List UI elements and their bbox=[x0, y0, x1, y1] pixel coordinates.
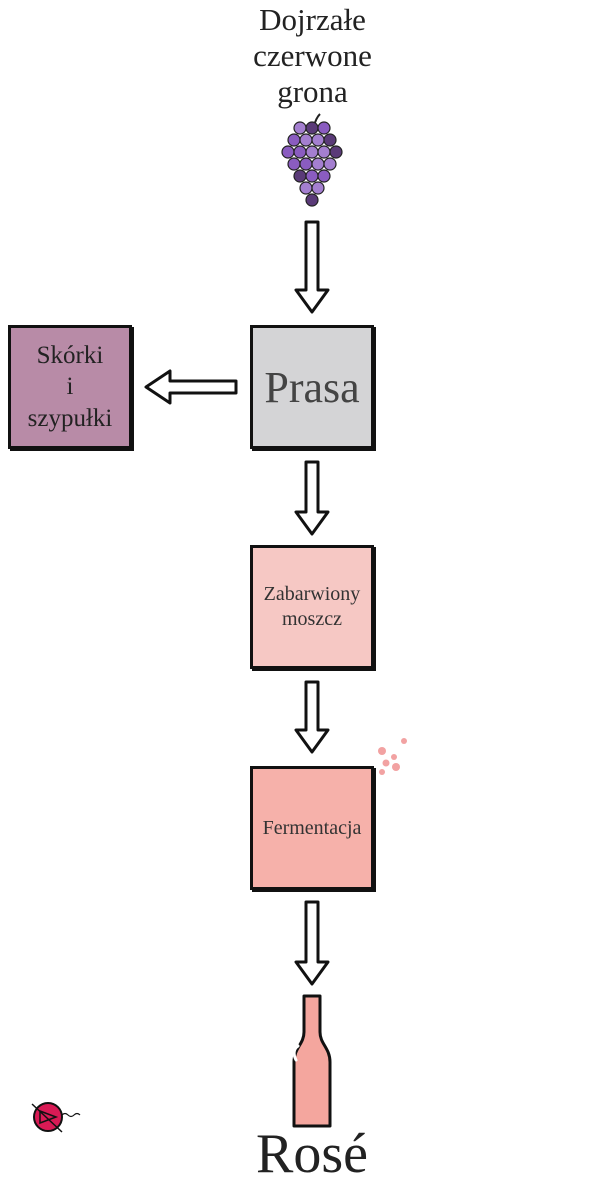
must-label-line-1: Zabarwiony bbox=[263, 583, 361, 605]
grape-berry bbox=[299, 181, 313, 195]
colored-must-box: Zabarwiony moszcz bbox=[250, 545, 374, 669]
skins-box: Skórki i szypułki bbox=[8, 325, 132, 449]
grape-berry bbox=[317, 169, 331, 183]
grapes-icon bbox=[281, 113, 343, 207]
bubbles-icon bbox=[378, 738, 407, 775]
must-label-line-2: moszcz bbox=[282, 608, 342, 630]
press-label: Prasa bbox=[264, 362, 360, 412]
grape-berry bbox=[305, 169, 319, 183]
wine-bottle-icon bbox=[292, 994, 332, 1128]
skins-label-line-1: Skórki bbox=[36, 342, 104, 370]
grape-berry bbox=[305, 193, 319, 207]
grape-berry bbox=[311, 157, 325, 171]
grape-berry bbox=[323, 157, 337, 171]
skins-label-line-3: szypułki bbox=[27, 404, 113, 432]
press-box: Prasa bbox=[250, 325, 374, 449]
grape-berry bbox=[293, 145, 307, 159]
grape-berry bbox=[293, 121, 307, 135]
grapes-title: Dojrzałe czerwone grona bbox=[210, 2, 415, 110]
arrow-down-3 bbox=[294, 680, 330, 754]
grape-berry bbox=[317, 145, 331, 159]
skins-label-line-2: i bbox=[66, 373, 74, 401]
logo-icon bbox=[31, 1102, 81, 1133]
arrow-left bbox=[144, 369, 238, 405]
grape-berry bbox=[311, 181, 325, 195]
grape-berry bbox=[305, 121, 319, 135]
fermentation-box: Fermentacja bbox=[250, 766, 374, 890]
grape-berry bbox=[305, 145, 319, 159]
grape-berry bbox=[329, 145, 343, 159]
arrow-down-4 bbox=[294, 900, 330, 986]
grape-berry bbox=[293, 169, 307, 183]
grapes-title-line-3: grona bbox=[277, 74, 348, 109]
grape-berry bbox=[317, 121, 331, 135]
grapes-title-line-1: Dojrzałe bbox=[259, 2, 366, 37]
grape-berry bbox=[299, 157, 313, 171]
grape-berry bbox=[311, 133, 325, 147]
arrow-down-2 bbox=[294, 460, 330, 536]
grape-berry bbox=[287, 133, 301, 147]
arrow-down-1 bbox=[294, 220, 330, 314]
fermentation-label: Fermentacja bbox=[262, 816, 362, 839]
grapes-title-line-2: czerwone bbox=[253, 38, 372, 73]
grape-berry bbox=[323, 133, 337, 147]
grape-berry bbox=[287, 157, 301, 171]
result-label: Rosé bbox=[256, 1123, 368, 1185]
grape-berry bbox=[299, 133, 313, 147]
grape-berry bbox=[281, 145, 295, 159]
